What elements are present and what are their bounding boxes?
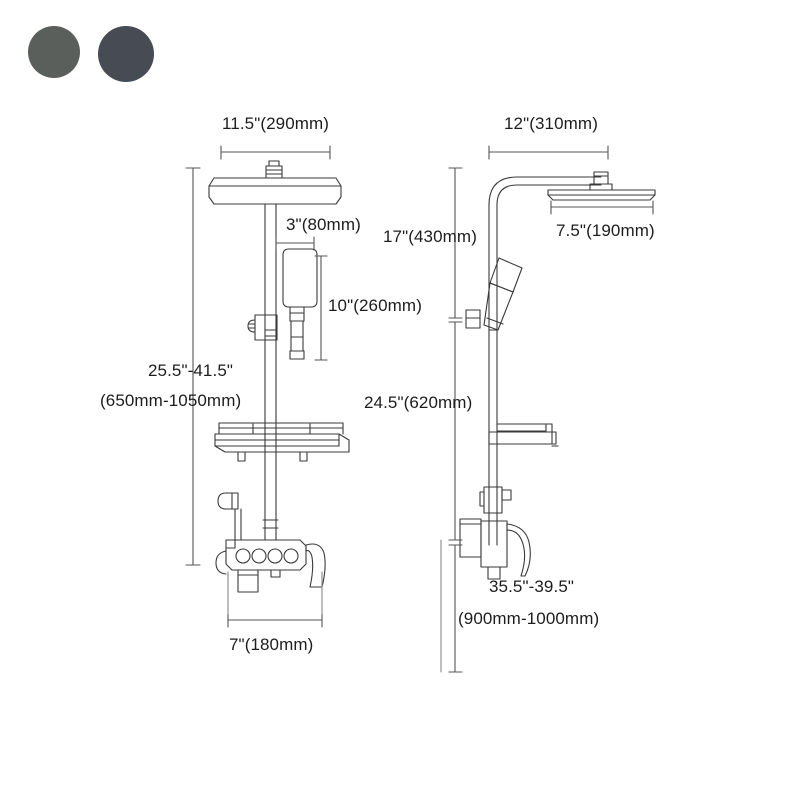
front-handheld-shower <box>282 248 318 360</box>
dim-line-mount-range <box>448 544 463 673</box>
side-shower-head <box>547 171 656 201</box>
dim-line-riser-range <box>185 167 201 566</box>
dim-label-handheld-drop: 10"(260mm) <box>328 296 422 315</box>
dim-label-mount-range-inches: 35.5"-39.5" <box>489 577 575 596</box>
front-valve-body <box>215 539 326 593</box>
front-bidet-sprayer <box>217 492 242 549</box>
dim-label-mid-height: 24.5"(620mm) <box>364 393 473 412</box>
dim-label-head-depth: 7.5"(190mm) <box>556 221 655 240</box>
dim-label-mount-range-mm: (900mm-1000mm) <box>458 609 600 628</box>
dim-line-head-depth <box>550 200 654 215</box>
dim-label-valve-width: 7"(180mm) <box>229 635 314 654</box>
side-holder-bracket <box>465 309 481 329</box>
front-shelf <box>214 422 350 462</box>
dim-label-riser-range-mm: (650mm-1050mm) <box>100 391 242 410</box>
dim-line-upper-height <box>448 167 463 319</box>
dim-label-arm-offset: 3"(80mm) <box>286 215 361 234</box>
front-riser-pipe <box>262 203 279 541</box>
dim-label-upper-height: 17"(430mm) <box>383 227 477 246</box>
dim-line-valve-width <box>227 571 323 628</box>
dim-label-riser-range-inches: 25.5"-41.5" <box>148 361 234 380</box>
dim-line-mid-height <box>448 321 463 541</box>
side-gooseneck-arm <box>488 176 602 331</box>
finish-swatch-dark-gray[interactable] <box>98 26 154 82</box>
dim-line-head-width <box>220 145 331 160</box>
front-slider-bracket <box>247 314 278 341</box>
finish-swatch-gray[interactable] <box>28 26 80 78</box>
dim-line-arm-reach <box>488 145 609 160</box>
side-shelf <box>488 423 559 447</box>
front-shower-head <box>208 160 342 205</box>
dim-line-arm-offset <box>275 236 315 251</box>
dim-line-handheld-drop <box>314 255 328 361</box>
side-handheld-shower <box>483 257 523 331</box>
dim-label-arm-reach: 12"(310mm) <box>504 114 598 133</box>
side-slider-clamp <box>479 486 512 514</box>
side-valve-body <box>459 518 531 580</box>
dim-label-head-width: 11.5"(290mm) <box>222 114 330 133</box>
